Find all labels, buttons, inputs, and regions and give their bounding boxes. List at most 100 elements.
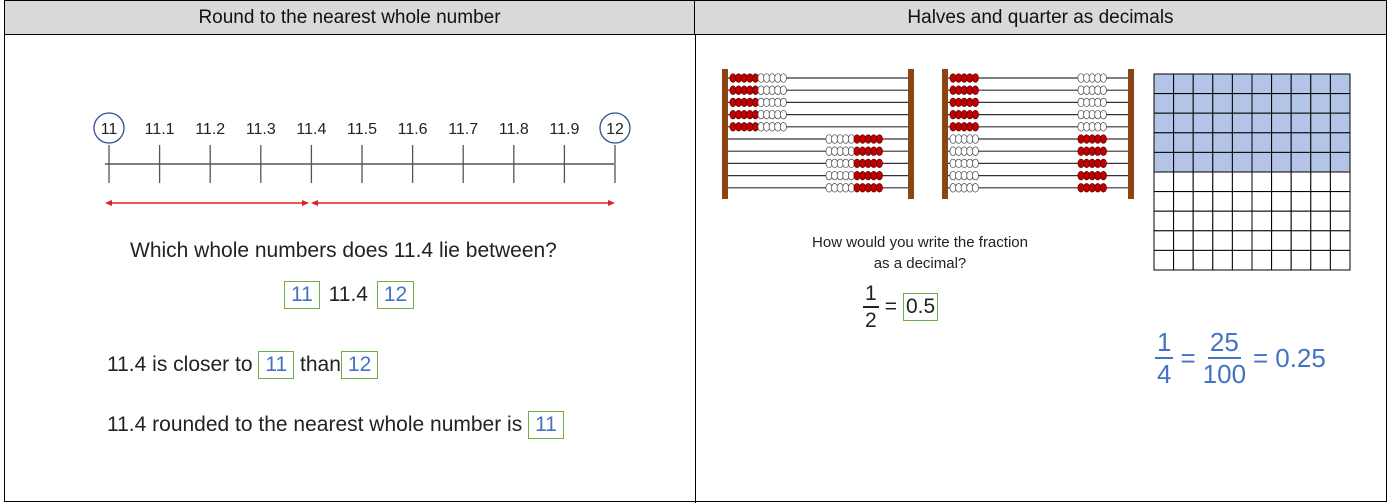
abacus-bead: [875, 183, 883, 193]
grid-cell: [1251, 230, 1273, 251]
grid-cell: [1251, 171, 1273, 193]
grid-cell: [1329, 112, 1351, 134]
abacus-bead: [779, 97, 787, 108]
abacus-bead: [779, 109, 787, 120]
abacus-frame-left: [942, 69, 948, 199]
grid-cell: [1192, 191, 1214, 212]
panel-divider: [695, 35, 696, 503]
grid-cell: [1271, 151, 1292, 173]
grid-cell: [1173, 73, 1194, 95]
grid-cell: [1192, 171, 1214, 193]
grid-cell: [1290, 249, 1312, 271]
grid-cell: [1290, 191, 1312, 212]
hundred-square-grid: [1153, 73, 1351, 271]
tick-label-11-6: 11.6: [398, 121, 428, 138]
abacus-bead: [1099, 158, 1107, 169]
worksheet-frame: Round to the nearest whole number Halves…: [4, 0, 1387, 503]
tick-label-11-5: 11.5: [347, 121, 377, 138]
grid-cell: [1173, 210, 1194, 232]
half-equation: 1 2 = 0.5: [863, 283, 939, 331]
hundredths-numerator: 25: [1207, 327, 1241, 359]
abacus-bead: [779, 73, 787, 83]
grid-cell: [1212, 191, 1233, 212]
abacus-bead: [971, 109, 979, 120]
grid-cell: [1251, 191, 1273, 212]
grid-cell: [1153, 73, 1175, 95]
grid-cell: [1271, 249, 1292, 271]
lower-answer-box: 11: [284, 281, 320, 309]
grid-cell: [1329, 230, 1351, 251]
grid-cell: [1231, 230, 1253, 251]
grid-cell: [1290, 93, 1312, 114]
grid-cell: [1192, 249, 1214, 271]
half-equals: =: [884, 295, 897, 318]
grid-cell: [1173, 112, 1194, 134]
tick-label-11-4: 11.4: [296, 121, 326, 138]
grid-cell: [1251, 249, 1273, 271]
grid-cell: [1192, 210, 1214, 232]
quarter-equation: 1 4 = 25 100 = 0.25: [1155, 329, 1326, 387]
grid-cell: [1192, 73, 1214, 95]
grid-cell: [1212, 249, 1233, 271]
grid-cell: [1192, 151, 1214, 173]
grid-cell: [1329, 249, 1351, 271]
range-arrow-upper: [311, 200, 615, 206]
upper-answer-box: 12: [376, 281, 415, 309]
grid-cell: [1310, 171, 1331, 193]
grid-cell: [1271, 112, 1292, 134]
abacus-bead: [1099, 183, 1107, 193]
grid-cell: [1251, 210, 1273, 232]
grid-cell: [1212, 210, 1233, 232]
grid-cell: [1153, 249, 1175, 271]
grid-cell: [1329, 151, 1351, 173]
abacus-bead: [875, 146, 883, 156]
grid-cell: [1231, 210, 1253, 232]
abacus-bead: [971, 73, 979, 83]
question-line-1: How would you write the fraction: [812, 234, 1028, 251]
question-line-2: as a decimal?: [873, 255, 967, 272]
grid-cell: [1290, 171, 1312, 193]
between-value: 11.4: [328, 283, 368, 306]
grid-cell: [1153, 230, 1175, 251]
grid-cell: [1310, 151, 1331, 173]
grid-cell: [1212, 93, 1233, 114]
grid-cell: [1251, 132, 1273, 153]
grid-cell: [1290, 132, 1312, 153]
grid-cell: [1329, 73, 1351, 95]
abacus-bead: [1099, 97, 1107, 108]
abacus-half: [722, 69, 914, 199]
quarter-fraction: 1 4: [1155, 329, 1174, 387]
grid-cell: [1212, 151, 1233, 173]
abacus-bead: [875, 158, 883, 169]
grid-cell: [1231, 151, 1253, 173]
grid-cell: [1212, 230, 1233, 251]
closer-prefix: 11.4 is closer to: [107, 353, 253, 376]
range-arrow-lower: [105, 200, 309, 206]
grid-cell: [1192, 132, 1214, 153]
grid-cell: [1271, 210, 1292, 232]
abacus-bead: [971, 183, 979, 193]
grid-cell: [1310, 112, 1331, 134]
grid-cell: [1173, 230, 1194, 251]
abacus-bead: [875, 170, 883, 181]
grid-cell: [1310, 73, 1331, 95]
abacus-bead: [1099, 73, 1107, 83]
grid-cell: [1271, 132, 1292, 153]
grid-cell: [1153, 132, 1175, 153]
abacus-bead: [971, 122, 979, 132]
closer-middle: than: [300, 353, 341, 376]
abacus-frame-right: [1128, 69, 1134, 199]
fraction-question: How would you write the fraction as a de…: [790, 232, 1050, 274]
between-question: Which whole numbers does 11.4 lie betwee…: [130, 239, 557, 262]
grid-cell: [1290, 210, 1312, 232]
grid-cell: [1310, 230, 1331, 251]
grid-cell: [1329, 210, 1351, 232]
abacus-bead: [1099, 122, 1107, 132]
circle-marker-12: [599, 112, 631, 144]
quarter-decimal: 0.25: [1275, 342, 1326, 373]
half-numerator: 1: [863, 283, 879, 308]
grid-cell: [1290, 73, 1312, 95]
abacus-bead: [779, 85, 787, 95]
